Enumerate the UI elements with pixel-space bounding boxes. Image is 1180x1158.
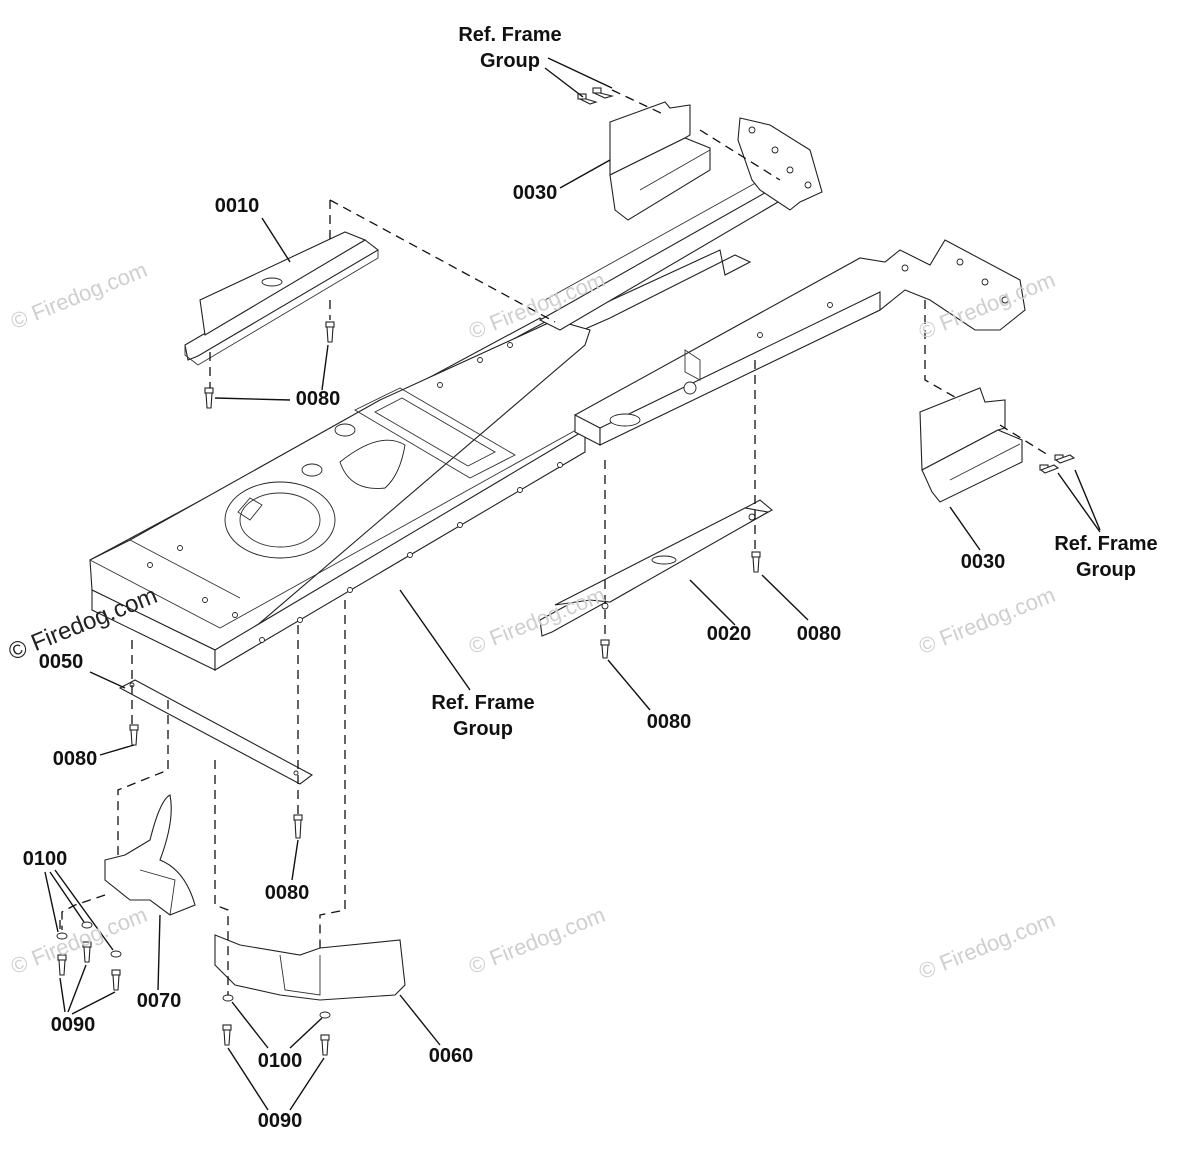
washer-icon — [319, 1011, 331, 1019]
label-ref-frame-group-right: Ref. Frame Group — [1054, 533, 1158, 581]
label-part-0080: 0080 — [295, 388, 341, 410]
screw-icon — [600, 639, 610, 659]
part-0070-deflector — [104, 794, 196, 916]
part-0030-right-bracket — [919, 387, 1023, 503]
part-0050-strap — [118, 679, 314, 785]
screw-icon — [325, 321, 335, 343]
label-part-0030: 0030 — [512, 182, 558, 204]
part-0030-top-bracket — [609, 101, 711, 221]
screw-icon — [111, 969, 121, 991]
label-part-0010: 0010 — [214, 195, 260, 217]
label-ref-frame-group-center: Ref. Frame Group — [431, 692, 535, 740]
screw-icon — [1039, 464, 1060, 474]
washer-icon — [110, 950, 122, 958]
main-frame — [89, 117, 823, 671]
label-part-0060: 0060 — [428, 1045, 474, 1067]
label-part-0100: 0100 — [22, 848, 68, 870]
screw-icon — [1054, 454, 1076, 464]
part-0020-bracket — [539, 499, 773, 637]
washer-icon — [81, 921, 93, 929]
label-part-0090: 0090 — [257, 1110, 303, 1132]
label-part-0090: 0090 — [50, 1014, 96, 1036]
screw-icon — [293, 814, 303, 839]
part-0060-shield — [214, 934, 406, 1001]
part-0010-bracket — [184, 231, 379, 366]
leader-lines — [44, 57, 1101, 1111]
label-part-0100: 0100 — [257, 1050, 303, 1072]
label-part-0080: 0080 — [52, 748, 98, 770]
screw-icon — [320, 1034, 330, 1056]
screw-icon — [129, 724, 139, 746]
screw-icon — [751, 551, 761, 573]
screw-icon — [82, 941, 92, 963]
label-part-0030: 0030 — [960, 551, 1006, 573]
right-rail — [574, 239, 1026, 446]
label-ref-frame-group-top: Ref. Frame Group — [458, 24, 562, 72]
label-part-0020: 0020 — [706, 623, 752, 645]
washer-icon — [222, 994, 234, 1002]
label-part-0080: 0080 — [796, 623, 842, 645]
label-part-0070: 0070 — [136, 990, 182, 1012]
label-part-0080: 0080 — [264, 882, 310, 904]
screw-icon — [204, 387, 214, 409]
washer-icon — [56, 932, 68, 940]
screw-icon — [222, 1024, 232, 1046]
label-part-0050: 0050 — [38, 651, 84, 673]
label-part-0080: 0080 — [646, 711, 692, 733]
screw-icon — [57, 954, 67, 976]
screw-icon — [592, 87, 615, 99]
assembly-lines — [59, 89, 1049, 995]
